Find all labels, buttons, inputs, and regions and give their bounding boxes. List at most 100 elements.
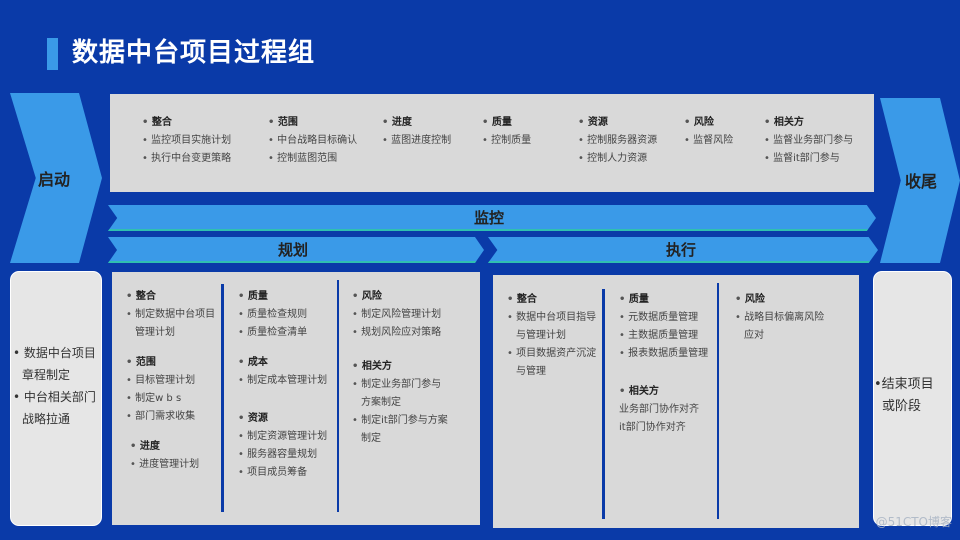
phase-start-label: 启动: [38, 170, 71, 189]
monitor-col-scope: 范围 中台战略目标确认 控制蓝图范围: [268, 114, 357, 168]
group-heading: 整合: [142, 114, 231, 132]
list-item: 主数据质量管理: [619, 327, 708, 345]
group-heading: 整合: [126, 288, 215, 306]
group-heading: 相关方: [764, 114, 853, 132]
list-item: 监控项目实施计划: [142, 132, 231, 150]
monitor-col-stakeholder: 相关方 监督业务部门参与 监督it部门参与: [764, 114, 853, 168]
list-item-cont: 制定: [361, 433, 381, 444]
list-item: 部门需求收集: [126, 408, 215, 426]
list-item: 中台战略目标确认: [268, 132, 357, 150]
list-item: 控制人力资源: [578, 150, 657, 168]
list-item: 控制蓝图范围: [268, 150, 357, 168]
list-item: 监督业务部门参与: [764, 132, 853, 150]
monitor-col-risk: 风险 监督风险: [684, 114, 733, 150]
list-item: 制定w b s: [126, 390, 215, 408]
execute-panel: 整合 数据中台项目指导 与管理计划 项目数据资产沉淀 与管理 质量 元数据质量管…: [493, 275, 859, 528]
plan-col-1: 整合 制定数据中台项目 管理计划 范围 目标管理计划 制定w b s 部门需求收…: [126, 288, 215, 474]
list-item: 质量检查规则: [238, 306, 327, 324]
group-heading: 资源: [238, 410, 327, 428]
list-item: 元数据质量管理: [619, 309, 708, 327]
start-panel-list: • 数据中台项目 章程制定 • 中台相关部门 战略拉通: [13, 342, 96, 430]
group-heading: 风险: [352, 288, 448, 306]
exec-col-1: 整合 数据中台项目指导 与管理计划 项目数据资产沉淀 与管理: [507, 291, 596, 381]
list-item: 控制服务器资源: [578, 132, 657, 150]
monitor-col-integration: 整合 监控项目实施计划 执行中台变更策略: [142, 114, 231, 168]
group-heading: 风险: [684, 114, 733, 132]
list-item: 制定资源管理计划: [238, 428, 327, 446]
group-heading: 质量: [619, 291, 708, 309]
list-item: 质量检查清单: [238, 324, 327, 342]
group-heading: 整合: [507, 291, 596, 309]
title-accent-bar: [47, 38, 58, 70]
list-item: • 数据中台项目: [13, 346, 96, 360]
list-item: 制定成本管理计划: [238, 372, 327, 390]
list-item: 数据中台项目指导: [507, 309, 596, 327]
column-divider: [221, 284, 224, 512]
list-item-cont: 战略拉通: [22, 412, 71, 426]
list-item: 目标管理计划: [126, 372, 215, 390]
group-heading: 进度: [130, 438, 215, 456]
list-item: 制定业务部门参与: [352, 376, 448, 394]
group-heading: 质量: [238, 288, 327, 306]
plan-col-2: 质量 质量检查规则 质量检查清单 成本 制定成本管理计划 资源 制定资源管理计划…: [238, 288, 327, 482]
list-item: 规划风险应对策略: [352, 324, 448, 342]
column-divider: [717, 283, 719, 519]
group-heading: 资源: [578, 114, 657, 132]
monitor-panel: 整合 监控项目实施计划 执行中台变更策略 范围 中台战略目标确认 控制蓝图范围 …: [110, 94, 874, 192]
list-item-cont: 方案制定: [361, 397, 401, 408]
list-item: 监督风险: [684, 132, 733, 150]
group-heading: 相关方: [619, 383, 708, 401]
list-item: 执行中台变更策略: [142, 150, 231, 168]
list-item: 进度管理计划: [130, 456, 215, 474]
execute-band: 执行: [488, 237, 878, 263]
list-item: 战略目标偏离风险: [735, 309, 824, 327]
list-item: 制定风险管理计划: [352, 306, 448, 324]
start-panel: • 数据中台项目 章程制定 • 中台相关部门 战略拉通: [10, 271, 102, 526]
list-item: 报表数据质量管理: [619, 345, 708, 363]
list-item-cont: 与管理: [516, 366, 546, 377]
list-item: 制定it部门参与方案: [352, 412, 448, 430]
list-item-cont: 与管理计划: [516, 330, 566, 341]
list-item-cont: 或阶段: [882, 399, 922, 414]
end-panel: •结束项目 或阶段: [873, 271, 952, 526]
plan-panel: 整合 制定数据中台项目 管理计划 范围 目标管理计划 制定w b s 部门需求收…: [112, 272, 480, 525]
list-item: 监督it部门参与: [764, 150, 853, 168]
plan-col-3: 风险 制定风险管理计划 规划风险应对策略 相关方 制定业务部门参与 方案制定 制…: [352, 288, 448, 448]
column-divider: [337, 280, 339, 512]
list-item: 项目成员筹备: [238, 464, 327, 482]
list-item: •结束项目: [874, 377, 934, 392]
exec-col-2: 质量 元数据质量管理 主数据质量管理 报表数据质量管理 相关方 业务部门协作对齐…: [619, 291, 708, 437]
list-item: 控制质量: [482, 132, 531, 150]
list-item: 蓝图进度控制: [382, 132, 451, 150]
group-heading: 风险: [735, 291, 824, 309]
group-heading: 相关方: [352, 358, 448, 376]
monitor-col-schedule: 进度 蓝图进度控制: [382, 114, 451, 150]
monitor-col-quality: 质量 控制质量: [482, 114, 531, 150]
monitor-band: 监控: [108, 205, 876, 231]
group-heading: 成本: [238, 354, 327, 372]
list-item-cont: 章程制定: [22, 368, 71, 382]
list-item: 项目数据资产沉淀: [507, 345, 596, 363]
monitor-col-resource: 资源 控制服务器资源 控制人力资源: [578, 114, 657, 168]
list-item-cont: 应对: [744, 330, 764, 341]
monitor-band-label: 监控: [474, 209, 505, 227]
list-item-cont: 管理计划: [135, 327, 175, 338]
group-heading: 范围: [126, 354, 215, 372]
list-item: 服务器容量规划: [238, 446, 327, 464]
column-divider: [602, 289, 605, 519]
list-item: • 中台相关部门: [13, 390, 96, 404]
plan-band-label: 规划: [278, 241, 309, 259]
plan-band: 规划: [108, 237, 484, 263]
group-heading: 进度: [382, 114, 451, 132]
watermark: @51CTO博客: [875, 515, 952, 529]
group-heading: 范围: [268, 114, 357, 132]
list-item: 制定数据中台项目: [126, 306, 215, 324]
list-item: it部门协作对齐: [619, 422, 686, 433]
list-item: 业务部门协作对齐: [619, 404, 699, 415]
page-title: 数据中台项目过程组: [72, 38, 316, 68]
execute-band-label: 执行: [666, 241, 697, 259]
end-panel-list: •结束项目 或阶段: [874, 374, 934, 418]
phase-end-label: 收尾: [905, 172, 938, 191]
group-heading: 质量: [482, 114, 531, 132]
exec-col-3: 风险 战略目标偏离风险 应对: [735, 291, 824, 345]
